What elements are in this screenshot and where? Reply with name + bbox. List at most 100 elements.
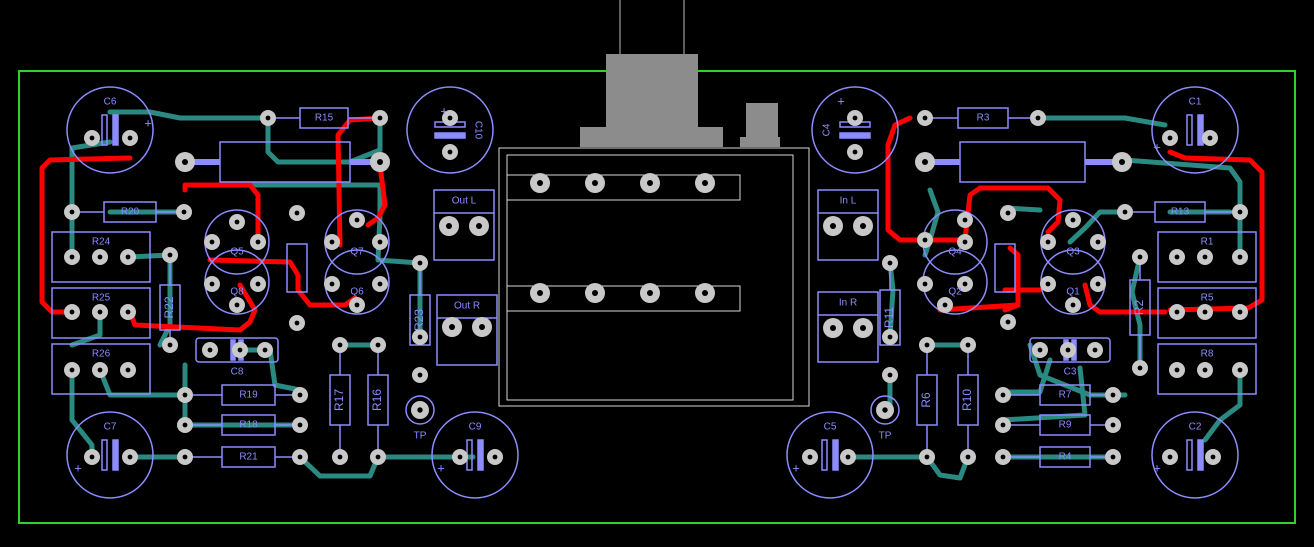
capacitor-label: C7 (104, 422, 117, 433)
capacitor-plate (1197, 114, 1204, 146)
copper-trace-top (207, 257, 358, 308)
pad-hole (922, 115, 928, 121)
capacitor-plate (1186, 114, 1193, 146)
pad-hole (1065, 347, 1071, 353)
capacitor-plate (477, 439, 484, 471)
capacitor-outline (786, 411, 874, 499)
pad-hole (852, 149, 858, 155)
potentiometer (498, 0, 810, 407)
capacitor-plate (101, 114, 108, 146)
pad-hole (1037, 347, 1043, 353)
capacitor-outline (1151, 86, 1239, 174)
trimmer-outline (1157, 343, 1257, 395)
pad-hole (882, 407, 888, 413)
pad-hole (1110, 422, 1116, 428)
resistor-label: R23 (412, 309, 426, 331)
pad-hole (447, 115, 453, 121)
plus-sign: + (1153, 460, 1161, 475)
resistor-label: R7 (1059, 390, 1072, 401)
pad-hole (255, 281, 261, 287)
resistor-body (329, 374, 351, 426)
capacitor-label: C5 (824, 422, 837, 433)
connector-label: In L (840, 196, 857, 207)
pad-hole (255, 239, 261, 245)
pad-hole (1202, 367, 1208, 373)
pad-hole (1174, 367, 1180, 373)
pad-hole (1110, 454, 1116, 460)
capacitor-label: C10 (472, 121, 483, 140)
pad-hole (337, 342, 343, 348)
capacitor-outline (811, 86, 899, 174)
pad-hole (942, 302, 948, 308)
copper-trace-bottom (1202, 367, 1243, 443)
pad-hole (237, 347, 243, 353)
pad-hole (125, 309, 131, 315)
copper-trace-bottom (69, 367, 95, 460)
pad-hole (922, 159, 928, 165)
pad-hole (377, 239, 383, 245)
transistor-label: Q3 (1066, 247, 1080, 258)
transistor-label: Q7 (350, 247, 364, 258)
pad-hole (1137, 365, 1143, 371)
pad-hole (209, 239, 215, 245)
copper-trace-top (365, 162, 388, 228)
resistor-label: R15 (315, 113, 334, 124)
pad-hole (97, 367, 103, 373)
resistor-body (221, 446, 276, 468)
pad-hole (181, 209, 187, 215)
capacitor-label: C8 (231, 367, 244, 378)
pad-hole (209, 281, 215, 287)
pad-hole (1092, 347, 1098, 353)
pad-hole (702, 290, 708, 296)
pad-hole (962, 239, 968, 245)
pad-hole (182, 422, 188, 428)
plus-sign: + (792, 460, 800, 475)
pad-hole (860, 325, 866, 331)
trimmer-outline (51, 343, 151, 395)
copper-trace-bottom (924, 454, 971, 481)
transistor-label: Q1 (1066, 287, 1080, 298)
pad-hole (1237, 309, 1243, 315)
resistor-label: R9 (1059, 420, 1072, 431)
connector-outline (436, 294, 498, 366)
pad-hole (207, 347, 213, 353)
copper-trace-top (127, 282, 258, 333)
pad-hole (375, 342, 381, 348)
plus-sign: + (1153, 139, 1161, 154)
pad-hole (182, 392, 188, 398)
trimmer-label: R5 (1201, 293, 1214, 304)
test-point-outline (870, 395, 900, 425)
pad-hole (887, 260, 893, 266)
pad-hole (377, 281, 383, 287)
transistor-label: Q4 (948, 247, 962, 258)
capacitor-plate (821, 439, 828, 471)
capacitor-label: C4 (822, 123, 833, 136)
pad-hole (457, 454, 463, 460)
pad-hole (807, 454, 813, 460)
pad-hole (265, 115, 271, 121)
transistor-label: Q8 (230, 287, 244, 298)
pad-hole (447, 149, 453, 155)
capacitor-plate (101, 439, 108, 471)
resistor-label: R3 (977, 113, 990, 124)
pad-hole (860, 223, 866, 229)
copper-trace-bottom (97, 367, 188, 398)
pad-hole (852, 115, 858, 121)
resistor-label: R20 (121, 207, 140, 218)
copper-trace-bottom (1035, 115, 1168, 128)
pad-hole (1174, 254, 1180, 260)
copper-trace-top (937, 302, 1021, 313)
pad-hole (354, 302, 360, 308)
pad-hole (476, 223, 482, 229)
copper-trace-bottom (237, 347, 303, 393)
capacitor-plate (832, 439, 839, 471)
pad-hole (446, 223, 452, 229)
resistor-body (1154, 201, 1206, 223)
pad-hole (1122, 209, 1128, 215)
connector-label: Out R (454, 301, 480, 312)
pad-hole (1095, 239, 1101, 245)
trimmer-label: R8 (1201, 349, 1214, 360)
resistor-label: R6 (919, 392, 933, 408)
pad-hole (297, 392, 303, 398)
pad-hole (924, 342, 930, 348)
